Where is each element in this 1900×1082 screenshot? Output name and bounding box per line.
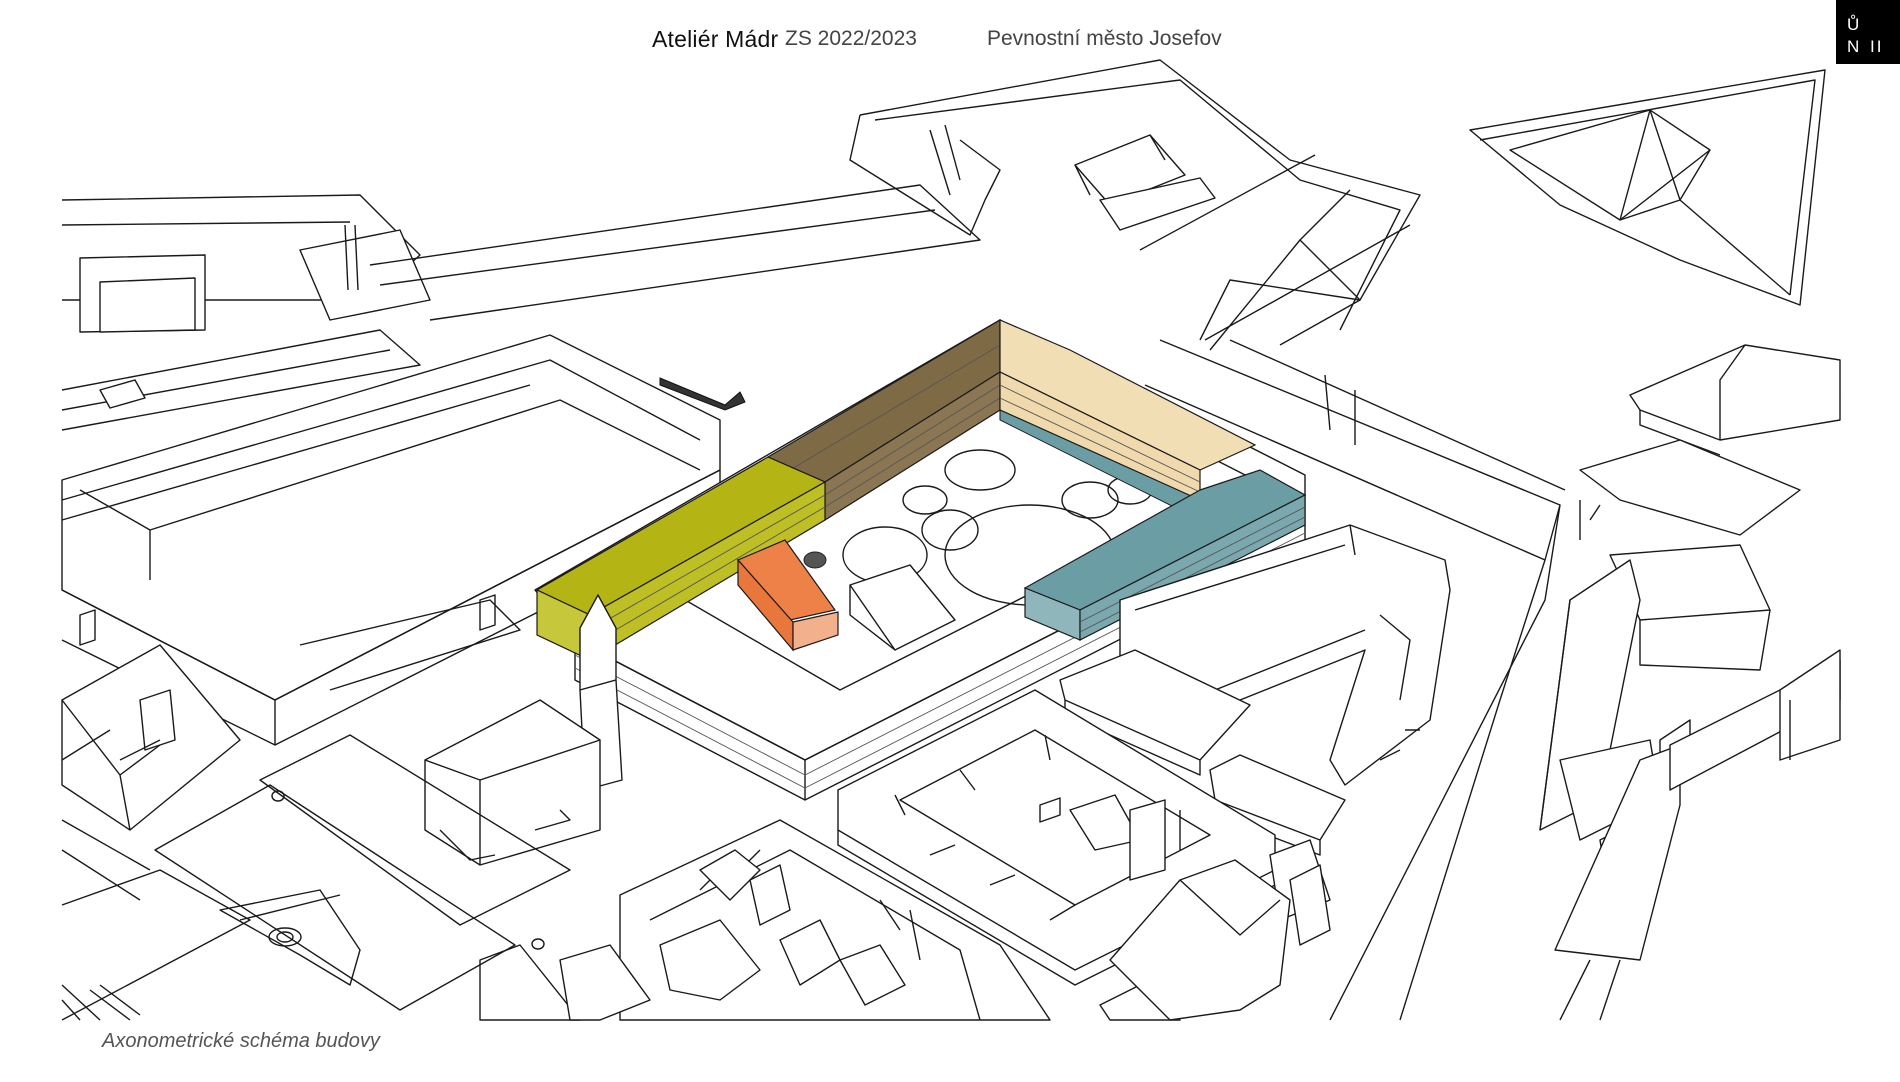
wing-beige — [999, 319, 1257, 501]
annex-orange — [737, 539, 839, 652]
context-bottom-left — [61, 599, 571, 1021]
context-fortress-wall — [61, 184, 981, 431]
project-title: Pevnostní město Josefov — [987, 27, 1222, 50]
context-wedge-block — [1059, 524, 1451, 856]
header: Ateliér Mádr ZS 2022/2023 Pevnostní měst… — [0, 22, 1900, 62]
drawing-caption: Axonometrické schéma budovy — [102, 1030, 380, 1052]
context-right — [1139, 154, 1841, 1021]
studio-name: Ateliér Mádr — [652, 26, 779, 52]
church — [424, 594, 623, 866]
logo-line-1: Ů — [1847, 15, 1860, 34]
context-bastions-top — [849, 59, 1826, 351]
faculty-logo: Ů N II — [1836, 0, 1900, 64]
logo-line-3: II — [1870, 37, 1884, 56]
ramp — [659, 377, 746, 411]
semester-label: ZS 2022/2023 — [785, 27, 917, 50]
logo-line-2: N — [1847, 37, 1860, 56]
wing-olive — [535, 456, 827, 662]
context-block-left — [61, 334, 721, 746]
context-block-bottom-dense — [479, 819, 1331, 1021]
